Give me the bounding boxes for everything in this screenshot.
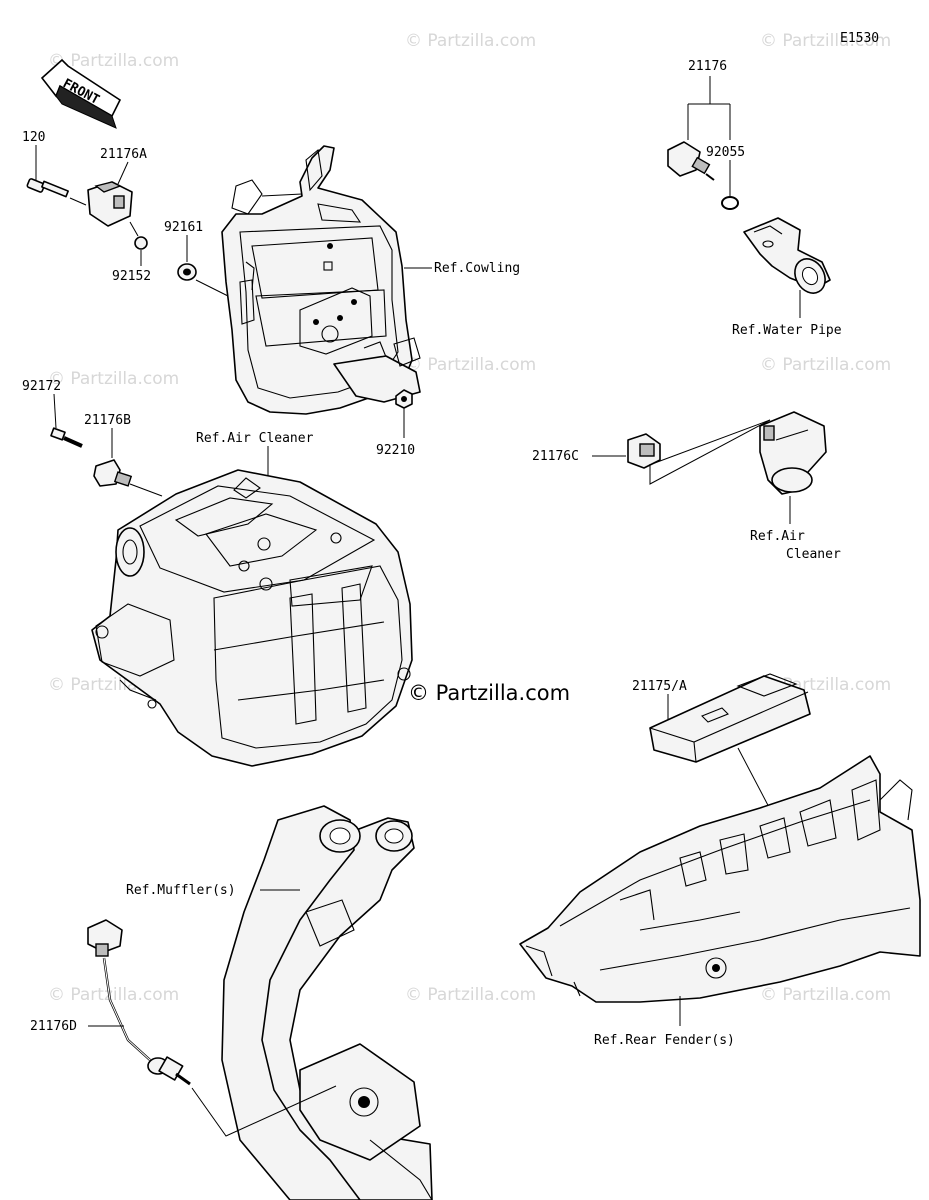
sensor-21176-group[interactable]: 21176 92055 Ref.Water Pipe (667, 59, 842, 338)
sensor-21176C-group[interactable]: 21176C Ref.Air Cleaner (532, 411, 841, 562)
screw-92172 (50, 427, 83, 448)
diagram-code: E1530 (840, 31, 879, 46)
sensor-21176B (93, 459, 163, 497)
ref-label-air-cleaner-small-line2[interactable]: Cleaner (786, 547, 841, 562)
watermark-text: © Partzilla.com (48, 51, 179, 71)
rear-fender (519, 755, 921, 1003)
watermark-text: © Partzilla.com (760, 985, 891, 1005)
water-pipe (743, 217, 831, 294)
part-label-21176[interactable]: 21176 (688, 59, 727, 74)
grommet-92161-group[interactable]: 92161 (164, 220, 233, 299)
sensor-21176D-group[interactable]: 21176D (30, 919, 337, 1137)
ref-label-water-pipe[interactable]: Ref.Water Pipe (732, 323, 842, 338)
ref-label-air-cleaner-main[interactable]: Ref.Air Cleaner (196, 431, 314, 446)
sensor-21176C (627, 433, 661, 469)
part-label-92210[interactable]: 92210 (376, 443, 415, 458)
ref-label-air-cleaner-small-line1[interactable]: Ref.Air (750, 529, 805, 544)
washer-92152 (134, 236, 148, 250)
part-label-21176B[interactable]: 21176B (84, 413, 131, 428)
part-label-21176D[interactable]: 21176D (30, 1019, 77, 1034)
watermark-text: © Partzilla.com (405, 355, 536, 375)
watermark-text: © Partzilla.com (760, 355, 891, 375)
watermark-center-text: © Partzilla.com (408, 681, 570, 705)
sensor-21176D (87, 919, 191, 1086)
part-label-92152[interactable]: 92152 (112, 269, 151, 284)
part-label-21176C[interactable]: 21176C (532, 449, 579, 464)
watermark-text: © Partzilla.com (405, 31, 536, 51)
ecu-21175A (649, 673, 811, 763)
cowling-bracket (221, 145, 421, 415)
part-label-92055[interactable]: 92055 (706, 145, 745, 160)
nut-92210-group[interactable]: 92210 (376, 389, 415, 458)
sensor-21176 (667, 141, 715, 181)
ecu-21175A-group[interactable]: 21175/A (632, 673, 811, 833)
muffler-pipes (221, 805, 433, 1200)
watermark-text: © Partzilla.com (760, 31, 891, 51)
air-cleaner-small (759, 411, 827, 495)
sensor-21176B-group[interactable]: 92172 21176B (22, 379, 163, 497)
ref-label-rear-fender[interactable]: Ref.Rear Fender(s) (594, 1033, 735, 1048)
sensor-21176A-group[interactable]: 120 21176A 92152 (22, 130, 151, 284)
ref-label-mufflers[interactable]: Ref.Muffler(s) (126, 883, 236, 898)
watermark-text: © Partzilla.com (405, 985, 536, 1005)
watermark-text: © Partzilla.com (48, 369, 179, 389)
part-label-120[interactable]: 120 (22, 130, 45, 145)
ref-label-cowling[interactable]: Ref.Cowling (434, 261, 520, 276)
part-label-92161[interactable]: 92161 (164, 220, 203, 235)
watermark-text: © Partzilla.com (48, 985, 179, 1005)
part-label-21175A[interactable]: 21175/A (632, 679, 687, 694)
o-ring-92055 (721, 196, 739, 210)
part-label-92172[interactable]: 92172 (22, 379, 61, 394)
air-cleaner-main (91, 469, 413, 767)
sensor-21176A (87, 181, 133, 227)
bolt-120 (26, 178, 69, 198)
part-label-21176A[interactable]: 21176A (100, 147, 147, 162)
